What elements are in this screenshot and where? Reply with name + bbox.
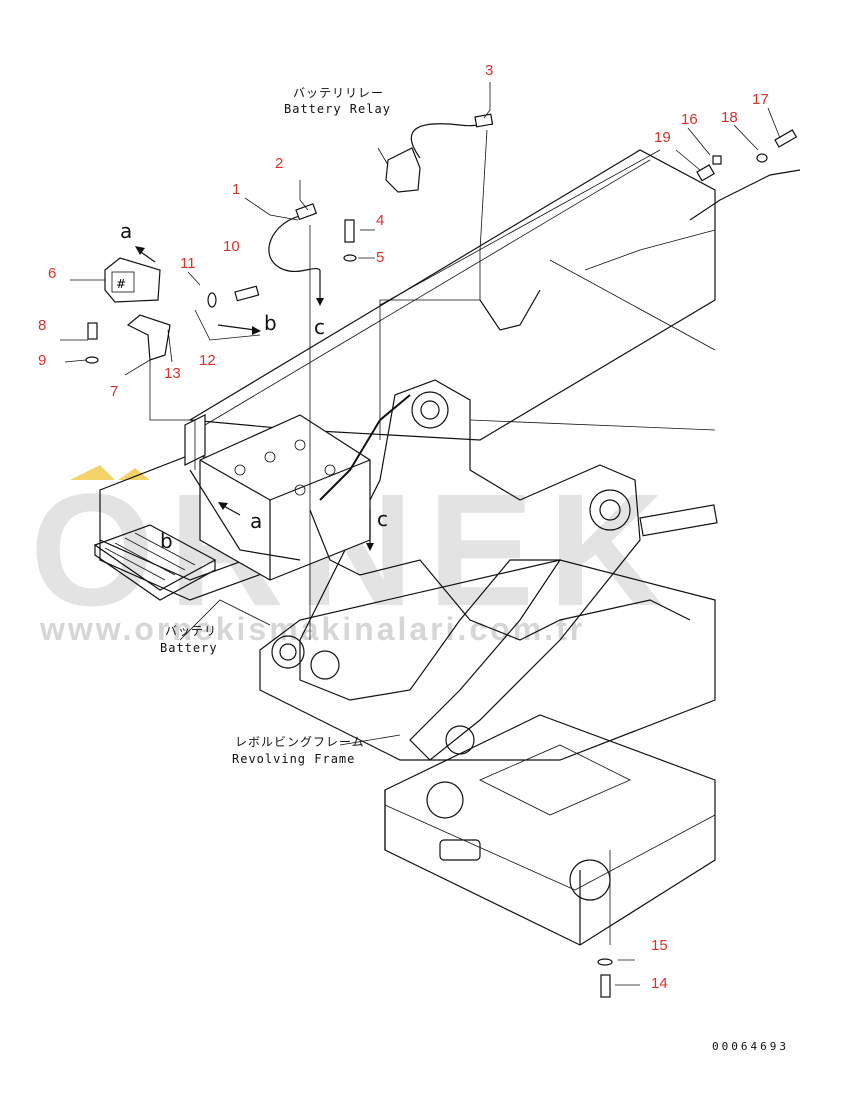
bracket-part-7	[126, 314, 171, 361]
drawing-code: 00064693	[712, 1040, 789, 1053]
frame-label-en: Revolving Frame	[232, 752, 355, 766]
callout-1: 1	[232, 181, 240, 198]
washer-part-11	[207, 292, 217, 308]
battery-relay	[385, 113, 494, 193]
callout-16: 16	[681, 111, 698, 128]
battery	[184, 414, 371, 581]
step	[93, 524, 217, 601]
letter-a-bottom: a	[250, 509, 262, 533]
callout-14: 14	[651, 975, 668, 992]
svg-text:#: #	[116, 277, 126, 291]
watermark-accent-left	[70, 465, 115, 480]
frame-label-jp: レボルビングフレーム	[235, 735, 365, 749]
letter-b-bottom: b	[160, 529, 173, 553]
callout-9: 9	[38, 352, 46, 369]
wire-harness	[309, 169, 801, 641]
callout-15: 15	[651, 937, 668, 954]
battery-relay-label-en: Battery Relay	[284, 102, 391, 116]
leader-lines	[60, 82, 781, 986]
battery-label-en: Battery	[160, 641, 218, 655]
callout-17: 17	[752, 91, 769, 108]
letter-b-top: b	[264, 311, 277, 335]
labels: バッテリリレー Battery Relay バッテリ Battery レボルビン…	[160, 86, 789, 1053]
washer-part-5	[343, 254, 357, 262]
callout-8: 8	[38, 317, 46, 334]
callout-19: 19	[654, 129, 671, 146]
callout-10: 10	[223, 238, 240, 255]
fuse-part-19	[696, 164, 715, 182]
battery-relay-label-jp: バッテリリレー	[293, 86, 384, 100]
rear-frame	[384, 714, 716, 946]
letter-markers: a a b b c c	[120, 219, 388, 553]
callouts: 1 2 3 4 5 6 7 8 9 10 11 12 13 14 15 16 1…	[38, 62, 769, 992]
callout-3: 3	[485, 62, 493, 79]
callout-13: 13	[164, 365, 181, 382]
letter-c-top: c	[314, 315, 325, 339]
callout-18: 18	[721, 109, 738, 126]
callout-4: 4	[376, 212, 384, 229]
lamp-part-6: #	[104, 257, 161, 303]
washer-part-15	[597, 958, 613, 966]
letter-a-top: a	[120, 219, 132, 243]
bolt-part-8	[87, 322, 98, 340]
washer-part-18	[756, 153, 768, 163]
cable-part-1	[268, 203, 321, 273]
terminal-part-16	[712, 155, 722, 165]
bolt-part-10	[234, 285, 260, 302]
callout-7: 7	[110, 383, 118, 400]
bolt-part-14	[600, 974, 611, 998]
callout-2: 2	[275, 155, 283, 172]
callout-5: 5	[376, 249, 384, 266]
callout-12: 12	[199, 352, 216, 369]
letter-c-bottom: c	[377, 507, 388, 531]
watermark-accent-right	[118, 468, 150, 480]
callout-6: 6	[48, 265, 56, 282]
washer-part-9	[85, 356, 99, 364]
callout-11: 11	[180, 255, 196, 272]
battery-label-jp: バッテリ	[165, 624, 217, 638]
bolt-part-4	[344, 219, 355, 243]
bolt-part-17	[774, 129, 798, 148]
